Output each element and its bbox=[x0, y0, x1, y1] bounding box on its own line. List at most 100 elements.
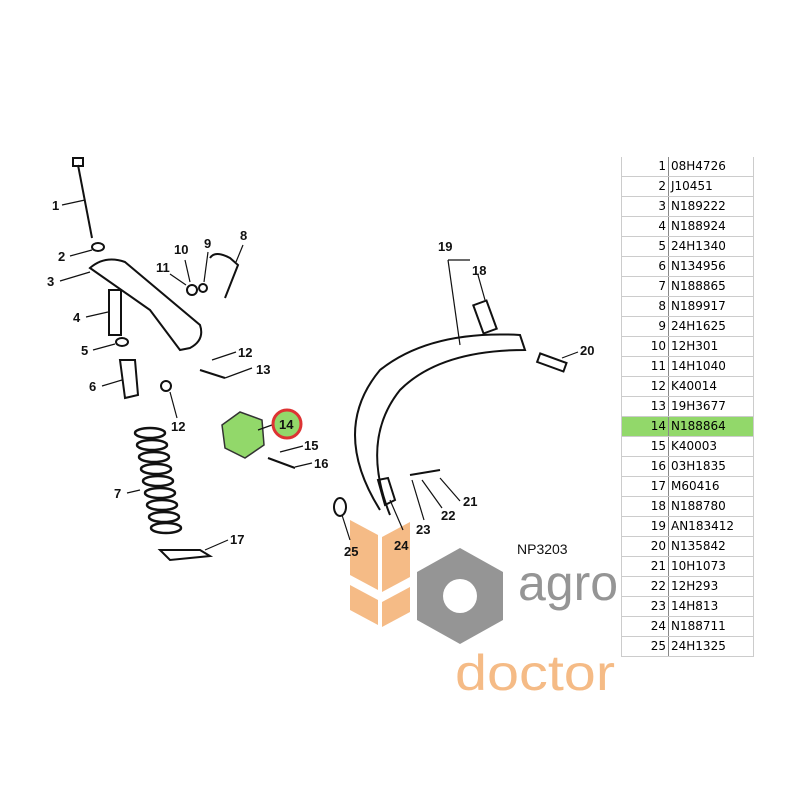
position-cell: 1 bbox=[621, 157, 669, 177]
position-cell: 7 bbox=[621, 276, 669, 297]
part-number-cell: N188711 bbox=[668, 616, 754, 637]
callout-13: 13 bbox=[256, 362, 270, 377]
callout-25: 25 bbox=[344, 544, 358, 559]
part-number-cell: K40014 bbox=[668, 376, 754, 397]
position-cell: 25 bbox=[621, 636, 669, 657]
callout-9: 9 bbox=[204, 236, 211, 251]
callout-15: 15 bbox=[304, 438, 318, 453]
position-cell: 8 bbox=[621, 296, 669, 317]
position-cell: 17 bbox=[621, 476, 669, 497]
callout-2: 2 bbox=[58, 249, 65, 264]
agrodoctor-logo: agro doctor bbox=[350, 520, 618, 701]
position-cell: 22 bbox=[621, 576, 669, 597]
position-cell: 4 bbox=[621, 216, 669, 237]
position-cell: 14 bbox=[621, 416, 669, 437]
position-cell: 5 bbox=[621, 236, 669, 257]
callout-labels: 1 2 3 4 5 6 7 8 9 10 11 12 12 13 14 15 1… bbox=[47, 198, 594, 559]
position-cell: 21 bbox=[621, 556, 669, 577]
callout-6: 6 bbox=[89, 379, 96, 394]
callout-8: 8 bbox=[240, 228, 247, 243]
diagram-code: NP3203 bbox=[517, 541, 568, 557]
part-number-cell: 10H1073 bbox=[668, 556, 754, 577]
callout-20: 20 bbox=[580, 343, 594, 358]
part-number-cell: N188864 bbox=[668, 416, 754, 437]
callout-10: 10 bbox=[174, 242, 188, 257]
part-number-cell: AN183412 bbox=[668, 516, 754, 537]
logo-text-agro: agro bbox=[518, 555, 618, 611]
part-number-cell: 24H1325 bbox=[668, 636, 754, 657]
position-cell: 12 bbox=[621, 376, 669, 397]
leader-lines bbox=[59, 199, 579, 551]
part-number-cell: N188924 bbox=[668, 216, 754, 237]
position-cell: 10 bbox=[621, 336, 669, 357]
callout-12: 12 bbox=[238, 345, 252, 360]
part-drawings bbox=[72, 157, 568, 562]
position-cell: 3 bbox=[621, 196, 669, 217]
part-number-cell: 14H813 bbox=[668, 596, 754, 617]
part-number-cell: N188865 bbox=[668, 276, 754, 297]
callout-1: 1 bbox=[52, 198, 59, 213]
highlighted-part-14[interactable] bbox=[221, 411, 265, 459]
callout-7: 7 bbox=[114, 486, 121, 501]
callout-22: 22 bbox=[441, 508, 455, 523]
part-number-cell: M60416 bbox=[668, 476, 754, 497]
position-cell: 15 bbox=[621, 436, 669, 457]
part-number-cell: 03H1835 bbox=[668, 456, 754, 477]
callout-11: 11 bbox=[156, 260, 170, 275]
part-number-cell: N189222 bbox=[668, 196, 754, 217]
part-number-cell: 19H3677 bbox=[668, 396, 754, 417]
part-number-cell: N189917 bbox=[668, 296, 754, 317]
callout-14: 14 bbox=[279, 417, 294, 432]
position-cell: 19 bbox=[621, 516, 669, 537]
callout-24: 24 bbox=[394, 538, 409, 553]
position-cell: 20 bbox=[621, 536, 669, 557]
position-cell: 18 bbox=[621, 496, 669, 517]
position-cell: 9 bbox=[621, 316, 669, 337]
spring bbox=[133, 426, 183, 535]
callout-18: 18 bbox=[472, 263, 486, 278]
position-cell: 2 bbox=[621, 176, 669, 197]
position-cell: 23 bbox=[621, 596, 669, 617]
position-cell: 13 bbox=[621, 396, 669, 417]
callout-4: 4 bbox=[73, 310, 81, 325]
callout-12b: 12 bbox=[171, 419, 185, 434]
callout-5: 5 bbox=[81, 343, 88, 358]
part-number-cell: 12H301 bbox=[668, 336, 754, 357]
part-number-cell: 08H4726 bbox=[668, 157, 754, 177]
callout-23: 23 bbox=[416, 522, 430, 537]
part-number-cell: N134956 bbox=[668, 256, 754, 277]
part-number-cell: J10451 bbox=[668, 176, 754, 197]
part-number-cell: K40003 bbox=[668, 436, 754, 457]
part-number-cell: 14H1040 bbox=[668, 356, 754, 377]
logo-text-doctor: doctor bbox=[455, 645, 615, 701]
part-number-cell: 12H293 bbox=[668, 576, 754, 597]
